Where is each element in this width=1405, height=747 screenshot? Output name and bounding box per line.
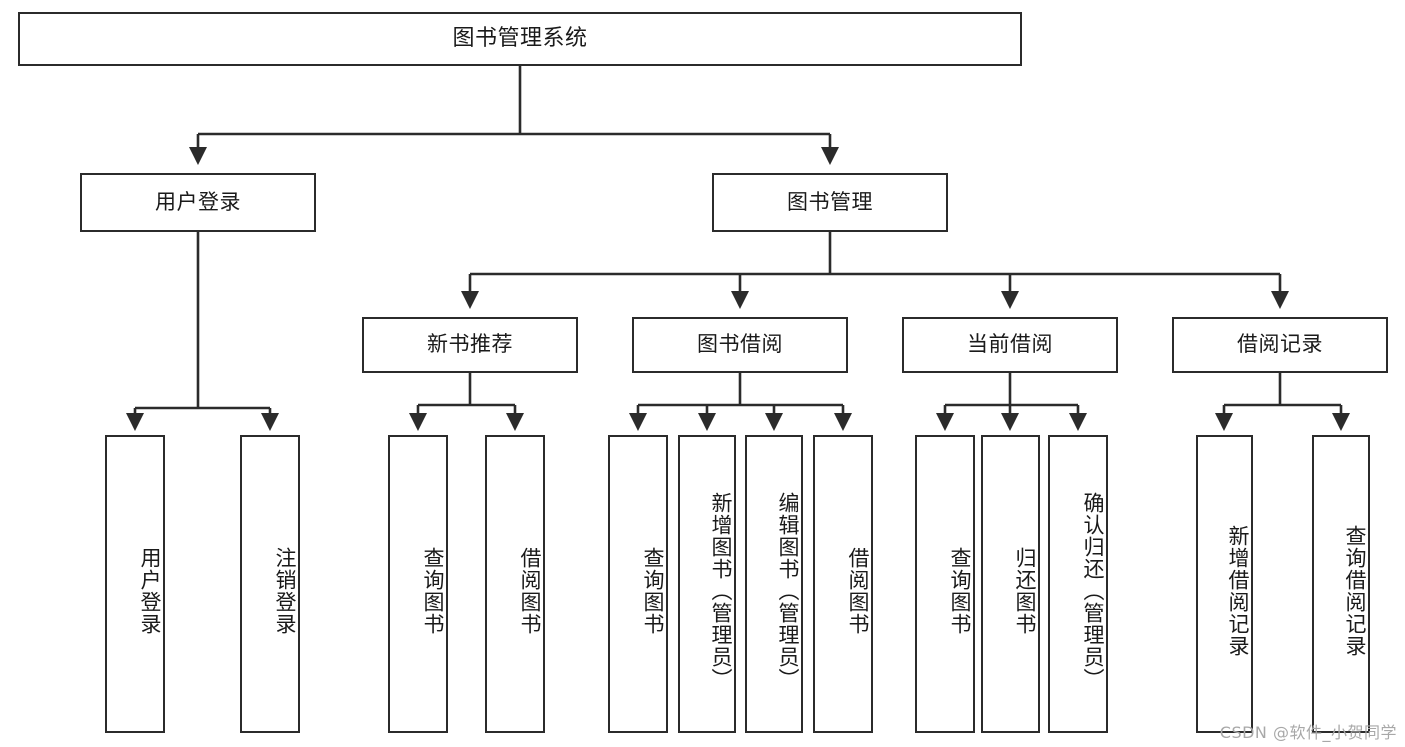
node-label: 用户登录	[138, 547, 162, 635]
node-label: 图书管理系统	[452, 25, 588, 51]
node-label: 用户登录	[155, 189, 241, 214]
node-user-login[interactable]: 用户登录	[80, 173, 316, 232]
leaf-record-search[interactable]: 查询借阅记录	[1312, 435, 1370, 733]
node-label: 确认归还（管理员）	[1081, 492, 1105, 690]
node-current-borrow[interactable]: 当前借阅	[902, 317, 1118, 373]
node-borrow-record[interactable]: 借阅记录	[1172, 317, 1388, 373]
leaf-borrow-add-book[interactable]: 新增图书（管理员）	[678, 435, 736, 733]
node-label: 新书推荐	[427, 332, 513, 357]
node-label: 查询借阅记录	[1343, 525, 1367, 657]
node-label: 查询图书	[421, 547, 445, 635]
leaf-borrow-borrow-book[interactable]: 借阅图书	[813, 435, 873, 733]
leaf-current-search-book[interactable]: 查询图书	[915, 435, 975, 733]
node-book-management[interactable]: 图书管理	[712, 173, 948, 232]
node-label: 查询图书	[641, 547, 665, 635]
node-label: 新增借阅记录	[1226, 525, 1250, 657]
node-label: 归还图书	[1013, 547, 1037, 635]
node-book-borrow[interactable]: 图书借阅	[632, 317, 848, 373]
watermark-text: CSDN @软件_小贺同学	[1219, 723, 1397, 742]
node-label: 图书借阅	[697, 332, 783, 357]
node-label: 借阅图书	[846, 547, 870, 635]
leaf-current-confirm-return[interactable]: 确认归还（管理员）	[1048, 435, 1108, 733]
node-root-system[interactable]: 图书管理系统	[18, 12, 1022, 66]
node-label: 图书管理	[787, 189, 873, 214]
node-label: 新增图书（管理员）	[709, 492, 733, 690]
node-label: 借阅记录	[1237, 332, 1323, 357]
node-label: 查询图书	[948, 547, 972, 635]
leaf-current-return-book[interactable]: 归还图书	[981, 435, 1040, 733]
leaf-new-book-search[interactable]: 查询图书	[388, 435, 448, 733]
node-label: 注销登录	[273, 547, 297, 635]
node-label: 当前借阅	[967, 332, 1053, 357]
leaf-user-login[interactable]: 用户登录	[105, 435, 165, 733]
leaf-new-book-borrow[interactable]: 借阅图书	[485, 435, 545, 733]
node-label: 编辑图书（管理员）	[776, 492, 800, 690]
leaf-borrow-edit-book[interactable]: 编辑图书（管理员）	[745, 435, 803, 733]
leaf-record-add[interactable]: 新增借阅记录	[1196, 435, 1253, 733]
node-new-book-recommend[interactable]: 新书推荐	[362, 317, 578, 373]
node-label: 借阅图书	[518, 547, 542, 635]
leaf-borrow-search-book[interactable]: 查询图书	[608, 435, 668, 733]
leaf-user-logout[interactable]: 注销登录	[240, 435, 300, 733]
